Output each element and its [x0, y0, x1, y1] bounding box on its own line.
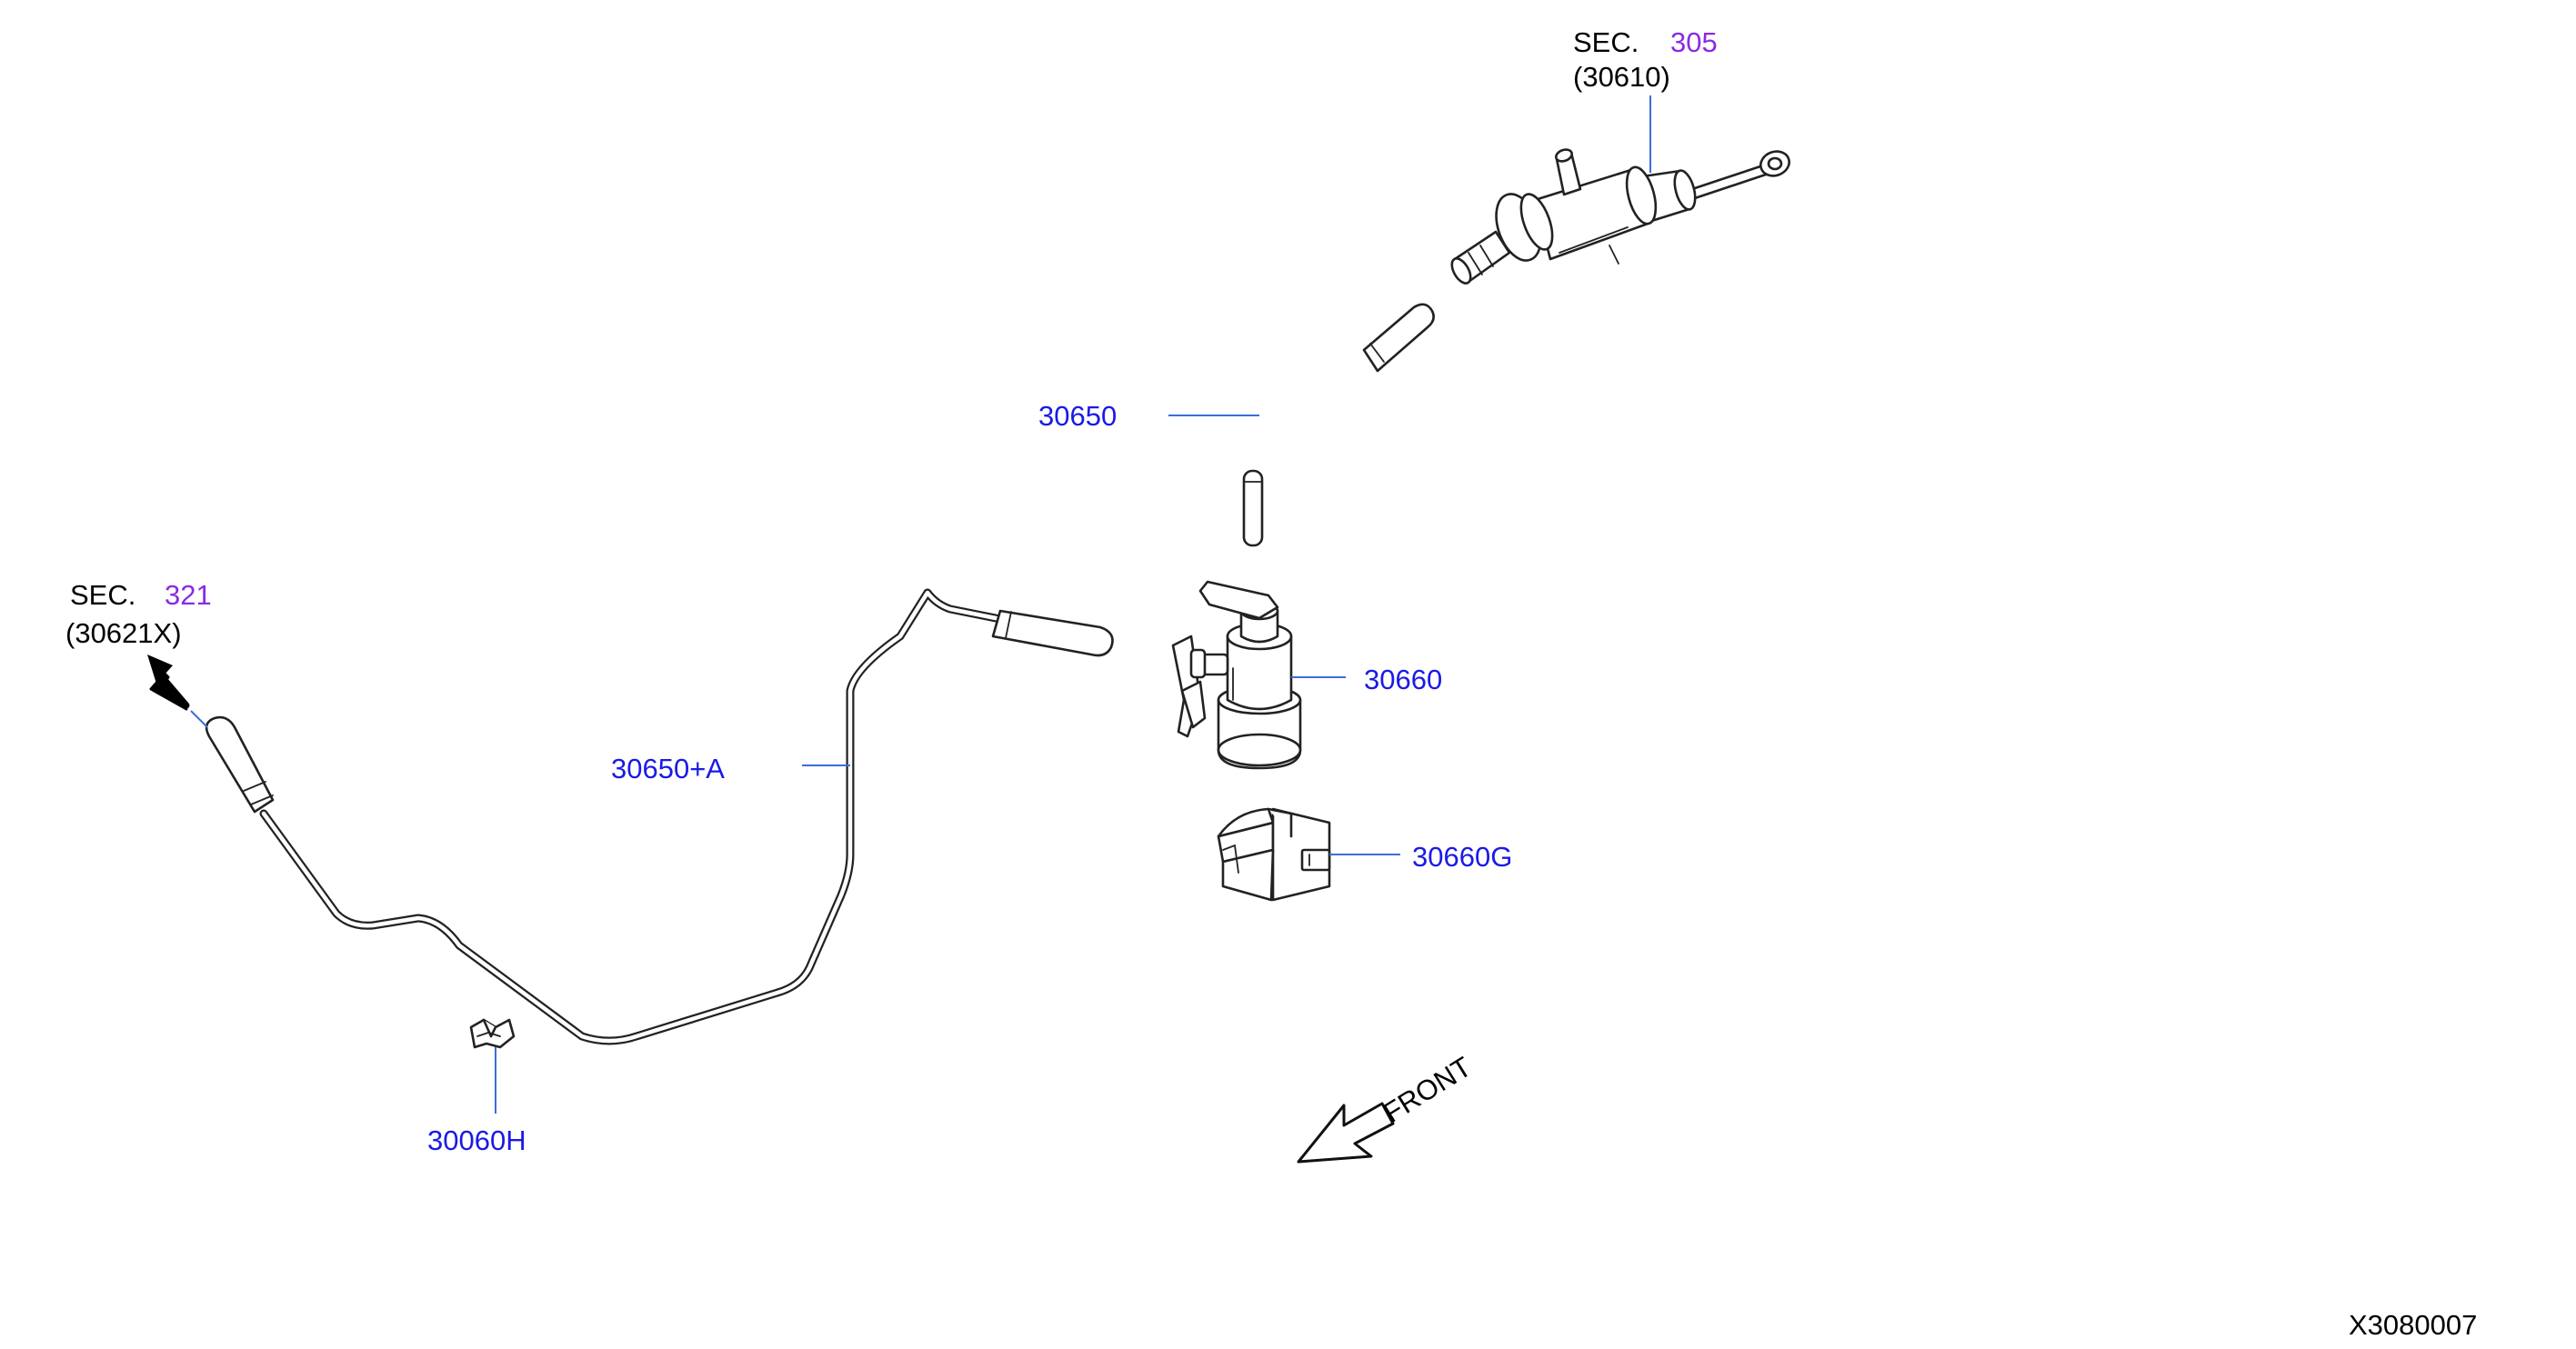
clutch-master-cylinder	[1450, 148, 1790, 285]
part-30650a-label[interactable]: 30650+A	[611, 753, 725, 784]
sec-305-number[interactable]: 305	[1670, 26, 1718, 58]
clutch-tube-30650a	[205, 588, 1114, 1045]
sec-321-arrow-shaft	[156, 671, 190, 709]
diagram-id: X3080007	[2349, 1309, 2477, 1341]
part-30660g-label[interactable]: 30660G	[1412, 841, 1512, 873]
sec-305-ref: (30610)	[1573, 61, 1670, 93]
part-30650-label[interactable]: 30650	[1038, 400, 1117, 432]
tube-clip-30060h	[469, 1018, 516, 1049]
clutch-tube-30650	[1242, 303, 1435, 547]
part-30660-label[interactable]: 30660	[1364, 664, 1442, 695]
sec-321-ref: (30621X)	[65, 617, 182, 649]
damper-bracket-30660g	[1217, 807, 1331, 902]
front-label: FRONT	[1378, 1051, 1477, 1129]
clutch-damper-30660	[1171, 580, 1302, 770]
sec-321-number[interactable]: 321	[165, 579, 212, 611]
sec-305-label: SEC.	[1573, 26, 1639, 58]
leader-sec-321	[190, 710, 208, 728]
part-30060h-label[interactable]: 30060H	[427, 1124, 526, 1156]
sec-321-arrow-head-icon	[147, 655, 173, 684]
sec-321-label: SEC.	[70, 579, 135, 611]
front-arrow-icon	[1297, 1102, 1395, 1164]
